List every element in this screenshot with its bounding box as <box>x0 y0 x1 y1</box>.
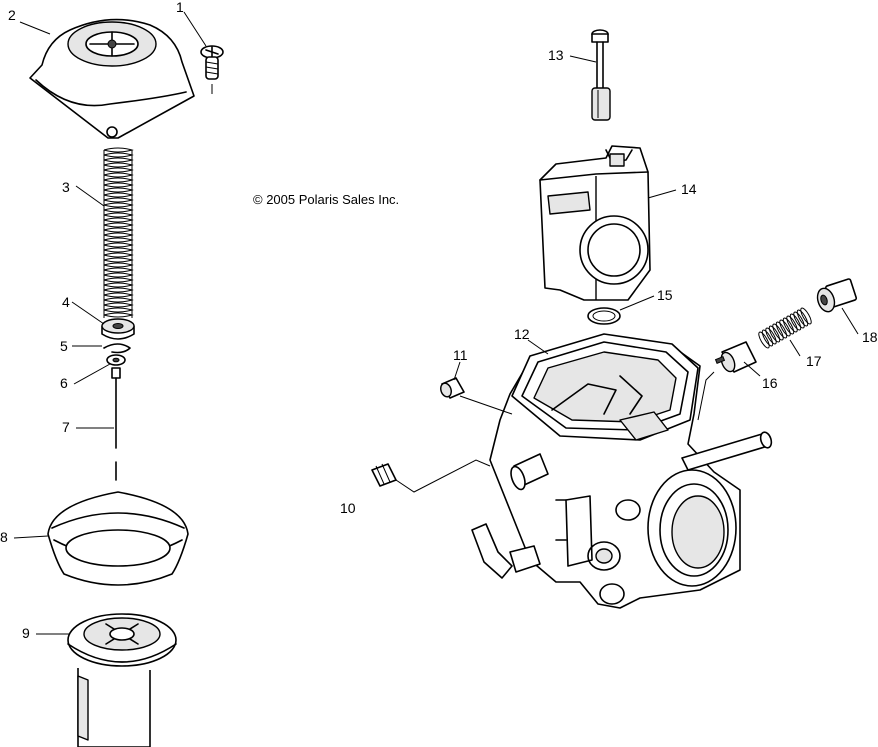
callout-1: 1 <box>176 0 184 15</box>
callout-labels: 1 2 3 4 5 6 7 8 9 10 11 12 13 14 15 16 1… <box>0 0 878 641</box>
callout-13: 13 <box>548 47 564 63</box>
callout-11: 11 <box>453 347 468 363</box>
callout-16: 16 <box>762 375 778 391</box>
fitting-part <box>816 278 858 313</box>
spring-seat-part <box>101 318 135 340</box>
diaphragm-part <box>47 491 189 586</box>
callout-18: 18 <box>862 329 878 345</box>
callout-3: 3 <box>62 179 70 195</box>
callout-10: 10 <box>340 500 356 516</box>
jet-part <box>371 463 397 487</box>
callout-14: 14 <box>681 181 697 197</box>
needle-jet-part <box>591 29 611 121</box>
washer-part <box>106 354 126 366</box>
upper-body-part <box>539 145 651 301</box>
leader-lines <box>13 11 859 635</box>
clip-part <box>103 343 131 354</box>
callout-15: 15 <box>657 287 673 303</box>
callout-8: 8 <box>0 529 8 545</box>
top-cover-part <box>29 18 195 139</box>
callout-7: 7 <box>62 419 70 435</box>
callout-12: 12 <box>514 326 530 342</box>
callout-4: 4 <box>62 294 70 310</box>
callout-2: 2 <box>8 7 16 23</box>
plunger-part <box>714 341 757 373</box>
spring-part <box>103 147 134 318</box>
screw-11-part <box>440 377 465 399</box>
carburetor-body-part <box>471 333 773 609</box>
callout-5: 5 <box>60 338 68 354</box>
callout-6: 6 <box>60 375 68 391</box>
throttle-slide-part <box>67 613 177 747</box>
callout-17: 17 <box>806 353 822 369</box>
o-ring-part <box>587 307 621 325</box>
screw-part <box>200 45 224 94</box>
callout-9: 9 <box>22 625 30 641</box>
small-spring-part <box>758 307 812 349</box>
jet-needle-part <box>111 367 121 481</box>
copyright-text: © 2005 Polaris Sales Inc. <box>253 192 399 207</box>
